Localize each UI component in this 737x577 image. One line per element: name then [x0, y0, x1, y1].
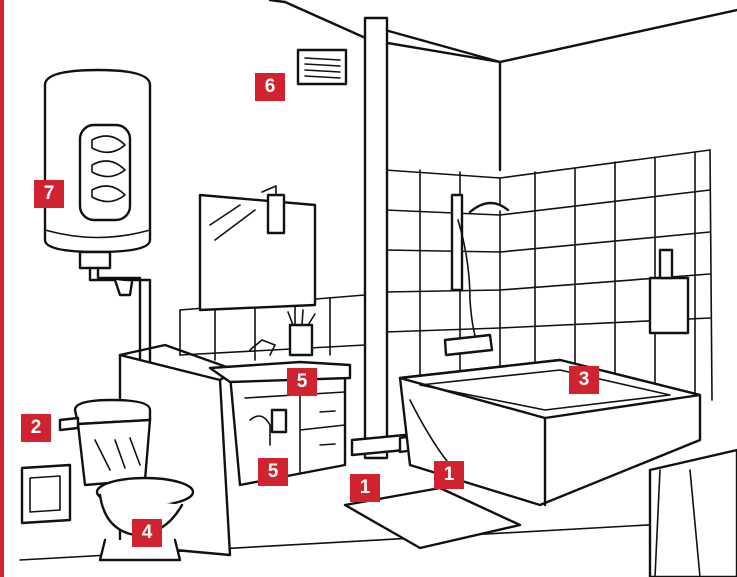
marker-pipe-right: 1 — [434, 461, 464, 489]
wall-access-panel — [22, 465, 70, 523]
mirror — [200, 186, 315, 310]
water-heater — [45, 70, 150, 365]
left-accent-edge — [0, 0, 4, 577]
marker-water-heater: 7 — [34, 180, 64, 208]
vent-grille — [298, 50, 346, 84]
towel-rack — [650, 450, 737, 577]
marker-sink: 5 — [287, 368, 317, 396]
marker-vent: 6 — [255, 73, 285, 101]
shower-rail-and-head — [445, 195, 508, 355]
marker-pipe-left: 1 — [350, 474, 380, 502]
marker-bathtub: 3 — [569, 366, 599, 394]
marker-toilet-tank: 2 — [21, 414, 51, 442]
marker-toilet: 4 — [132, 519, 162, 547]
marker-sink-drain: 5 — [258, 458, 288, 486]
